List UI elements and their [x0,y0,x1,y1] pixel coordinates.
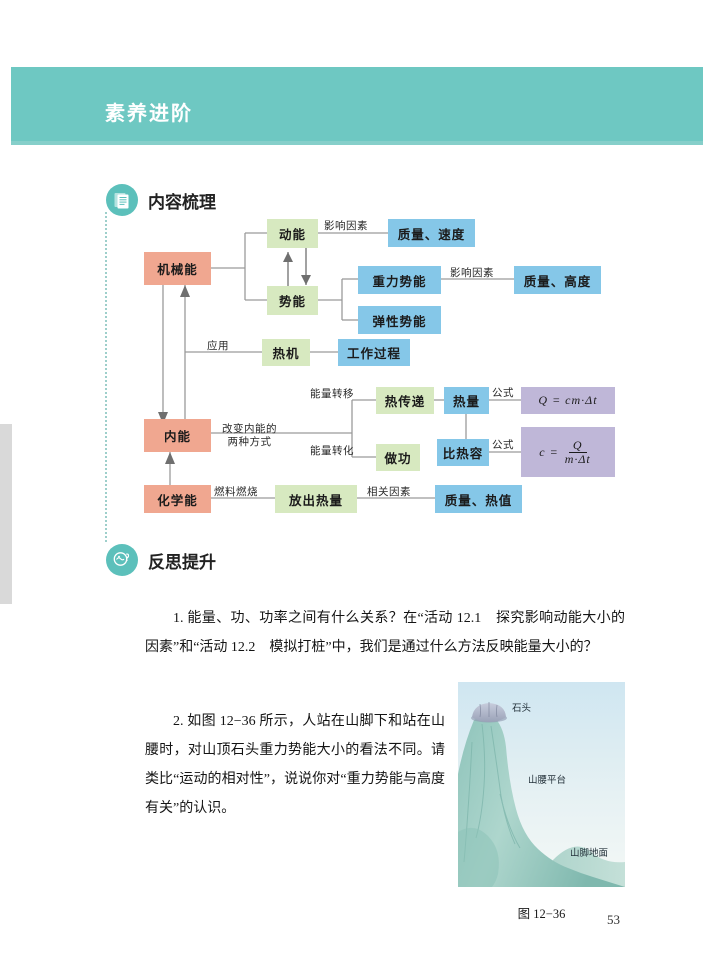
arrow-up-mechanical [180,285,190,297]
page-edge-strip [0,424,12,604]
section-label: 反思提升 [148,552,216,572]
edge-label-influencing-factors-1: 影响因素 [324,221,368,232]
formula-denominator: m·Δt [564,451,591,466]
formula-fraction: Q m·Δt [561,439,595,465]
edge-label-formula-1: 公式 [492,388,514,399]
formula-lhs: c = [539,444,559,459]
page-number: 53 [607,912,620,927]
node-gravitational-potential-energy: 重力势能 [358,266,441,294]
node-potential-energy: 势能 [267,286,318,315]
figure-12-36: 石头 山腰平台 山脚地面 [458,682,625,887]
dotted-rail-divider [105,212,107,542]
node-mass-height: 质量、高度 [514,266,601,294]
edge-label-influencing-factors-2: 影响因素 [450,268,494,279]
edge-label-fuel-burning: 燃料燃烧 [214,487,258,498]
section-label: 内容梳理 [148,192,216,212]
arrow-up-kinetic [283,252,293,262]
edge-label-energy-transfer: 能量转移 [310,389,354,400]
mountain-illustration [458,682,625,887]
band-underline [11,141,703,145]
edge-label-related-factors: 相关因素 [367,487,411,498]
edge-label-two-ways-to-change-internal-energy: 改变内能的 两种方式 [222,424,277,449]
node-specific-heat-capacity: 比热容 [437,439,489,466]
figure-label-foot-ground: 山脚地面 [570,849,609,859]
node-working-process: 工作过程 [338,339,410,366]
arrow-up-internal-from-chem [165,452,175,464]
node-mechanical-energy: 机械能 [144,252,211,285]
node-heat-quantity-formula: Q = cm·Δt [521,387,615,414]
node-heat-engine: 热机 [262,339,310,366]
section-header-band [11,67,703,145]
arrow-down-potential [301,275,311,285]
edge-label-application: 应用 [207,341,229,352]
node-chemical-energy: 化学能 [144,485,211,513]
node-elastic-potential-energy: 弹性势能 [358,306,441,334]
edge-label-energy-conversion: 能量转化 [310,446,354,457]
figure-caption: 图 12−36 [517,907,566,921]
document-lines-icon [106,184,138,216]
question-1: 1. 能量、功、功率之间有什么关系？在“活动 12.1 探究影响动能大小的因素”… [145,611,625,655]
thinking-head-icon [106,544,138,576]
node-release-heat: 放出热量 [275,485,357,513]
node-heat-transfer: 热传递 [376,387,434,414]
figure-label-mid-platform: 山腰平台 [528,776,567,786]
node-internal-energy: 内能 [144,419,211,452]
node-mass-calorific-value: 质量、热值 [435,485,522,513]
edge-label-formula-2: 公式 [492,440,514,451]
formula-numerator: Q [568,439,587,453]
figure-label-stone: 石头 [512,704,532,714]
section-heading-content-outline: 内容梳理 [106,184,216,216]
node-kinetic-energy: 动能 [267,219,318,248]
node-doing-work: 做功 [376,444,420,471]
node-heat-quantity: 热量 [444,387,489,414]
node-mass-speed: 质量、速度 [388,219,475,247]
node-specific-heat-formula: c = Q m·Δt [521,427,615,477]
question-2: 2. 如图 12−36 所示，人站在山脚下和站在山腰时，对山顶石头重力势能大小的… [145,714,445,816]
section-heading-reflection: 反思提升 [106,544,216,576]
page-title: 素养进阶 [105,103,193,125]
